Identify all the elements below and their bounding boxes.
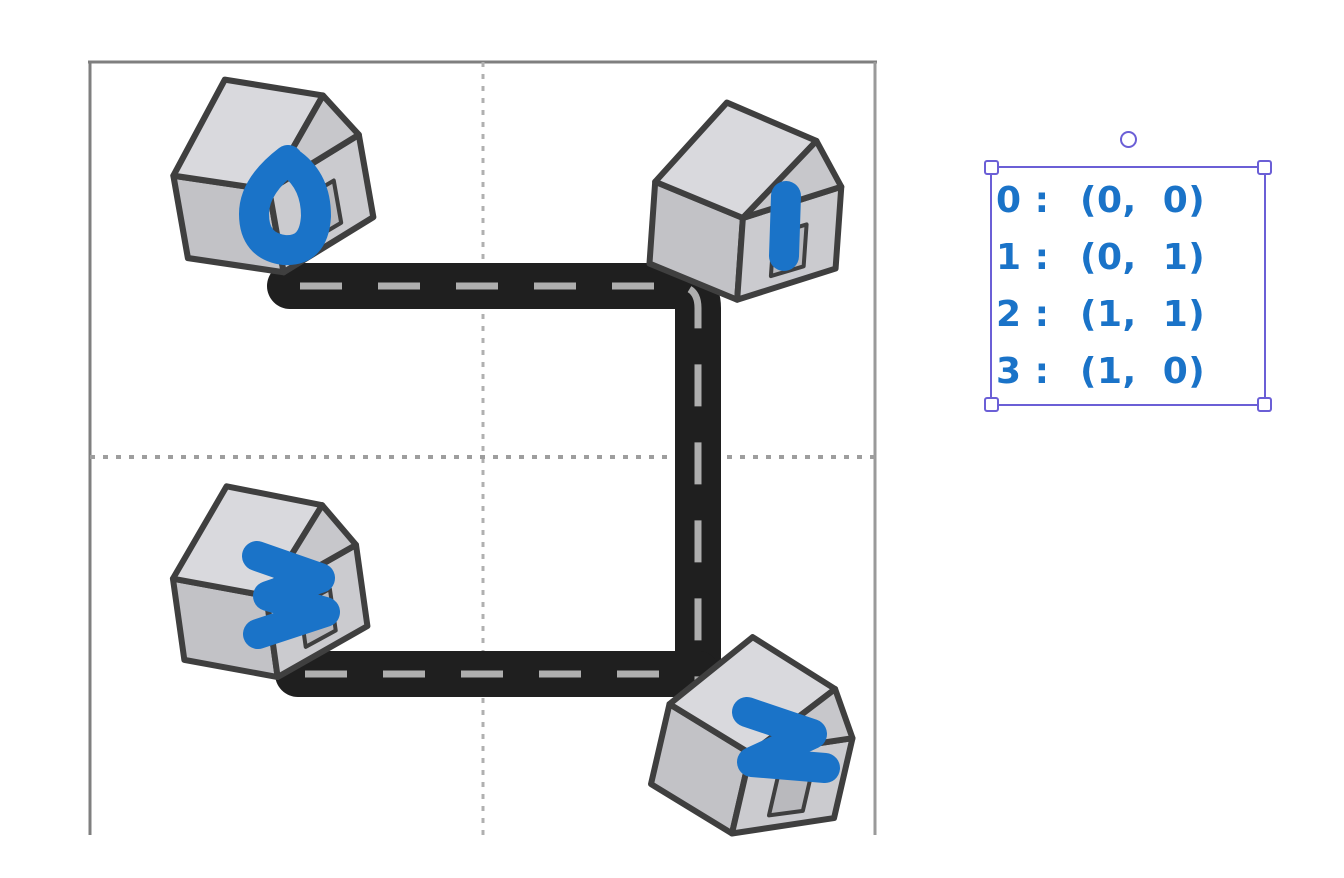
coordinate-value: (1, 1) xyxy=(1080,293,1206,335)
coordinate-row: 2 : (1, 1) xyxy=(996,293,1264,335)
resize-handle-top-right[interactable] xyxy=(1257,160,1272,175)
house-0-marker xyxy=(239,145,331,266)
coordinate-value: (0, 1) xyxy=(1080,236,1206,278)
road-path xyxy=(267,263,721,713)
resize-handle-top-left[interactable] xyxy=(984,160,999,175)
coordinate-list[interactable]: 0 : (0, 0) 1 : (0, 1) 2 : (1, 1) 3 : (1,… xyxy=(996,172,1264,400)
coordinate-row: 0 : (0, 0) xyxy=(996,179,1264,221)
coordinate-key: 2 : xyxy=(996,293,1050,335)
house-3-marker xyxy=(242,541,340,649)
coordinate-row: 1 : (0, 1) xyxy=(996,236,1264,278)
resize-handle-bottom-right[interactable] xyxy=(1257,397,1272,412)
coordinate-key: 1 : xyxy=(996,236,1050,278)
selection-bounding-box[interactable] xyxy=(984,160,1272,412)
coordinate-value: (0, 0) xyxy=(1080,179,1206,221)
rotate-handle[interactable] xyxy=(1120,131,1137,148)
house-1-marker xyxy=(769,181,801,271)
resize-handle-bottom-left[interactable] xyxy=(984,397,999,412)
house-2-marker xyxy=(732,697,840,783)
coordinate-row: 3 : (1, 0) xyxy=(996,350,1264,392)
coordinate-key: 3 : xyxy=(996,350,1050,392)
road-lane-dashes-upper xyxy=(300,282,702,686)
coordinate-key: 0 : xyxy=(996,179,1050,221)
coordinate-value: (1, 0) xyxy=(1080,350,1206,392)
